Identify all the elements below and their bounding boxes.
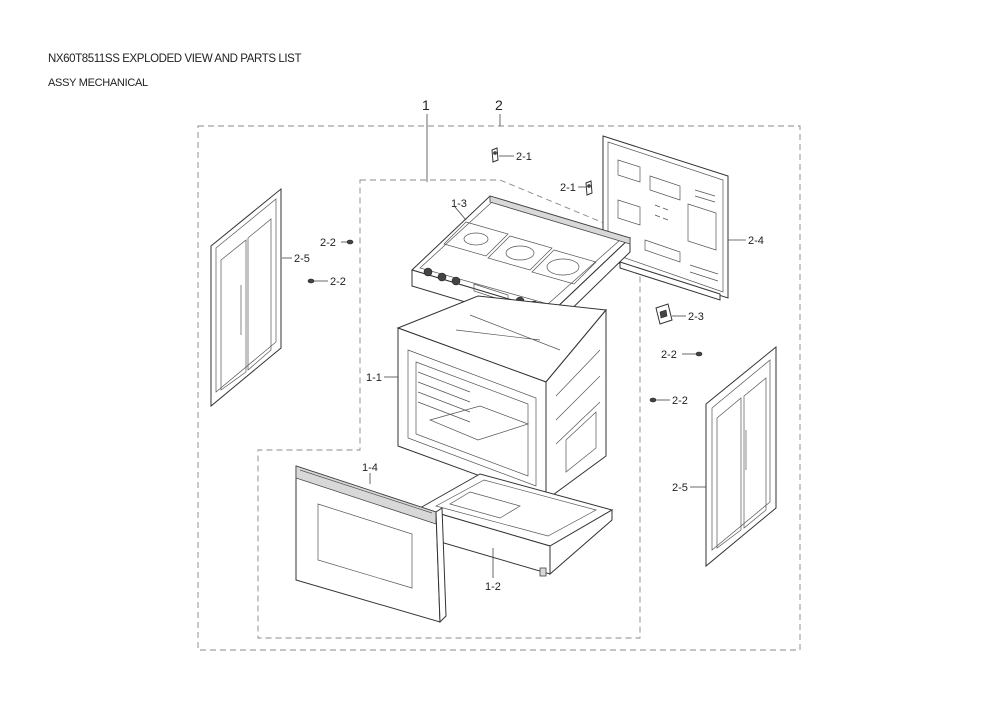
callout-2-2-left: 2-2 xyxy=(330,276,346,288)
callout-2-5-left: 2-5 xyxy=(294,253,310,265)
group-label-1: 1 xyxy=(422,97,430,113)
base-frame xyxy=(418,473,614,577)
page-header: NX60T8511SS EXPLODED VIEW AND PARTS LIST… xyxy=(48,52,301,90)
callout-2-2-right-lower: 2-2 xyxy=(672,395,688,407)
screw-2-2-d xyxy=(649,397,657,403)
screw-2-2-c xyxy=(695,351,703,357)
clip-2-1-right xyxy=(585,180,593,196)
side-panel-left xyxy=(210,187,282,408)
group-1-boundary xyxy=(257,179,641,639)
oven-door xyxy=(295,465,447,624)
callout-2-4: 2-4 xyxy=(748,235,764,247)
bracket-2-3 xyxy=(655,303,673,325)
screw-2-2-b xyxy=(307,278,315,284)
side-panel-right xyxy=(705,345,777,568)
callout-2-5-right: 2-5 xyxy=(672,482,688,494)
callout-2-2-right-upper: 2-2 xyxy=(661,349,677,361)
callout-2-3: 2-3 xyxy=(688,311,704,323)
callout-1-2: 1-2 xyxy=(485,581,501,593)
leader-lines xyxy=(282,114,746,578)
group-label-2: 2 xyxy=(495,97,503,113)
callout-1-1: 1-1 xyxy=(366,372,382,384)
page-title: NX60T8511SS EXPLODED VIEW AND PARTS LIST xyxy=(48,53,302,65)
page-subtitle: ASSY MECHANICAL xyxy=(48,77,148,89)
group-2-boundary xyxy=(197,125,801,651)
callout-1-3: 1-3 xyxy=(451,198,467,210)
callout-2-1-top: 2-1 xyxy=(516,151,532,163)
clip-2-1-top xyxy=(491,147,499,163)
oven-cavity xyxy=(396,295,607,501)
callout-2-1-right: 2-1 xyxy=(560,182,576,194)
callout-1-4: 1-4 xyxy=(362,462,378,474)
back-panel xyxy=(602,135,729,301)
callout-2-2-upper-left: 2-2 xyxy=(320,237,336,249)
